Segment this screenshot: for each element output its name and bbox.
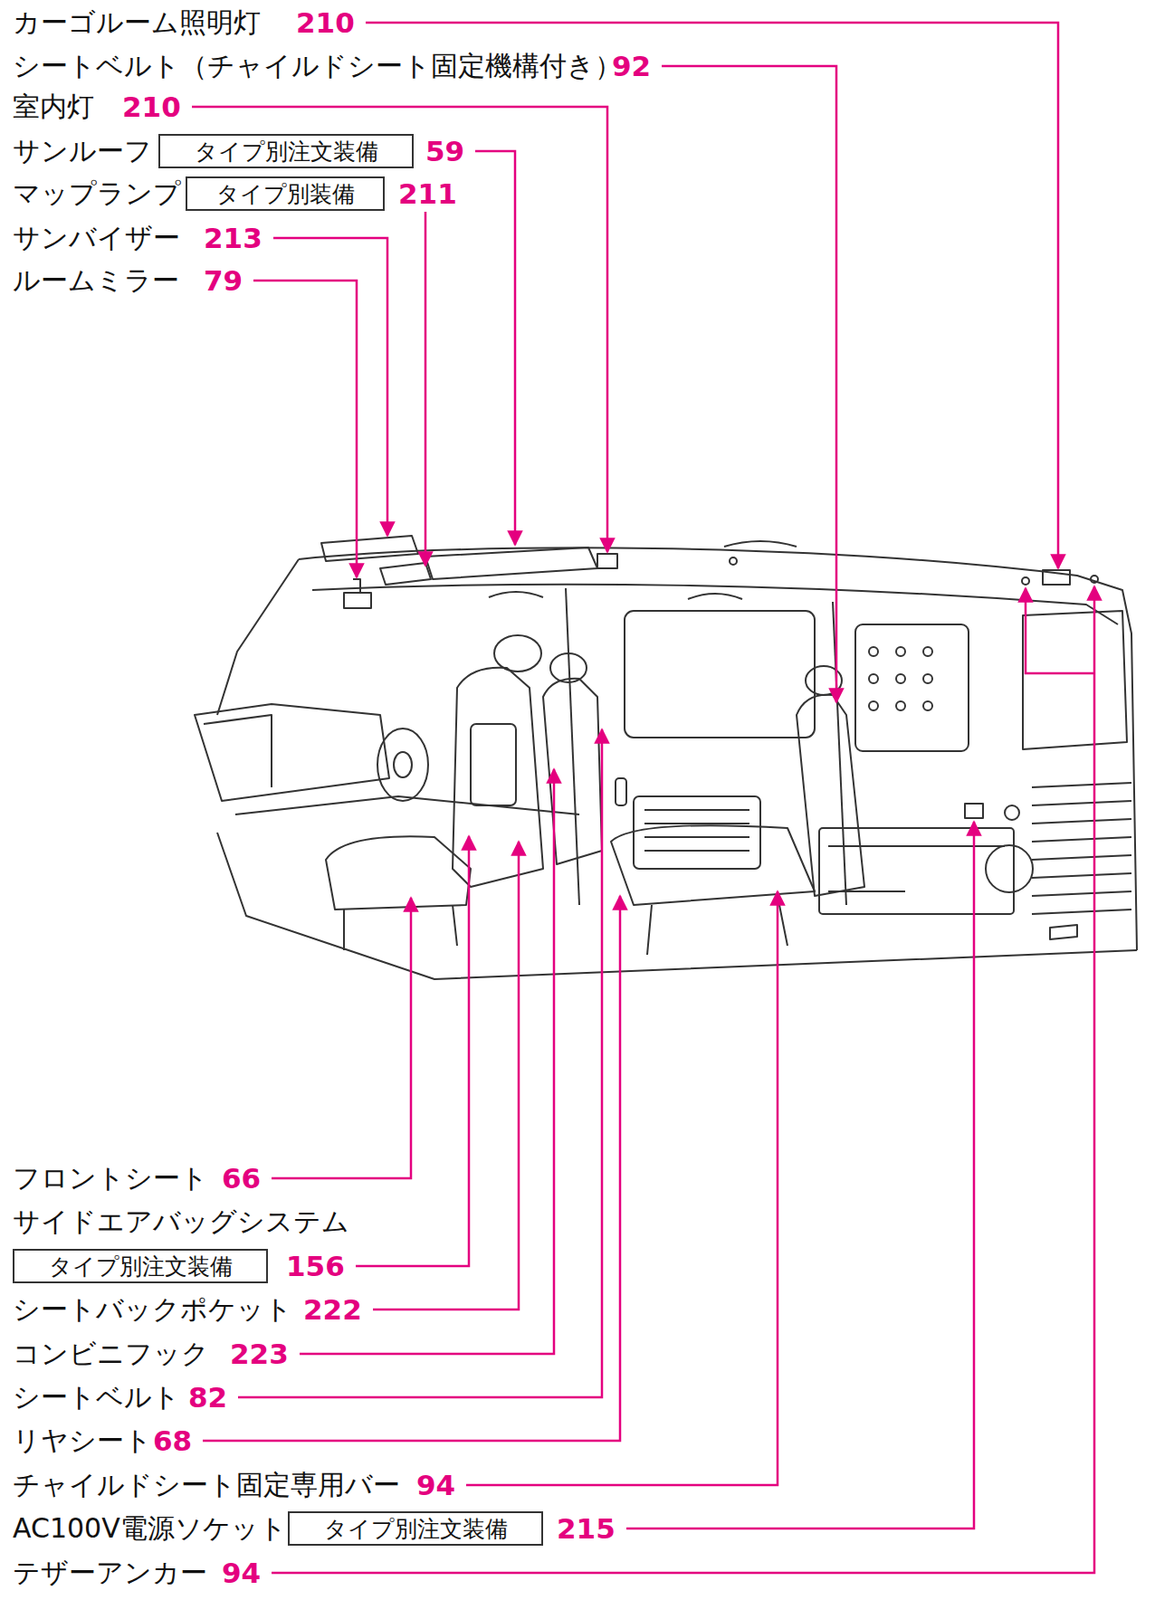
part-name: サンルーフ: [12, 134, 153, 168]
part-name: テザーアンカー: [12, 1556, 208, 1590]
part-name: マップランプ: [12, 177, 182, 210]
part-name: シートベルト: [12, 1381, 181, 1414]
part-name: ルームミラー: [12, 264, 180, 297]
callout-number: 215: [556, 1512, 616, 1546]
part-name: リヤシート: [12, 1424, 153, 1458]
option-tag-box: タイプ別注文装備: [287, 1511, 544, 1547]
callout-number: 222: [303, 1293, 363, 1327]
callout-number: 223: [229, 1337, 289, 1371]
leader-lines: [191, 22, 1095, 1574]
callout-number: 59: [425, 134, 465, 168]
part-name: AC100V電源ソケット: [12, 1512, 287, 1546]
callout-number: 94: [416, 1469, 456, 1502]
leader-line: [475, 151, 516, 545]
leader-line: [238, 729, 602, 1398]
part-name: カーゴルーム照明灯: [12, 6, 261, 39]
leader-line: [191, 106, 608, 553]
callout-number: 210: [122, 90, 182, 124]
leader-line: [355, 836, 469, 1267]
part-name: チャイルドシート固定専用バー: [12, 1469, 401, 1502]
callout-number: 94: [221, 1556, 261, 1590]
option-tag-text: タイプ別注文装備: [194, 136, 379, 167]
callout-number: 92: [611, 49, 651, 83]
leader-line: [626, 821, 974, 1529]
callout-number: 213: [203, 221, 263, 255]
option-tag-text: タイプ別注文装備: [48, 1251, 233, 1282]
callout-number: 66: [221, 1162, 261, 1195]
callout-number: 79: [203, 264, 243, 297]
callout-number: 156: [286, 1250, 345, 1283]
part-name: サンバイザー: [12, 221, 181, 255]
part-name: サイドエアバッグシステム: [12, 1205, 350, 1239]
callout-number: 210: [295, 6, 355, 39]
leader-line: [202, 896, 621, 1442]
leader-line: [372, 841, 519, 1310]
option-tag-text: タイプ別注文装備: [324, 1514, 508, 1545]
car-body: [194, 535, 1137, 980]
callout-number: 211: [398, 177, 458, 210]
callout-number: 68: [152, 1424, 192, 1458]
option-tag-box: タイプ別装備: [185, 176, 385, 211]
leader-line: [271, 586, 1095, 1574]
option-tag-box: タイプ別注文装備: [158, 133, 414, 169]
part-name: シートベルト（チャイルドシート固定機構付き）: [12, 49, 622, 83]
leader-line: [424, 211, 428, 566]
leader-line: [1025, 588, 1095, 674]
part-name: コンビニフック: [12, 1337, 210, 1371]
option-tag-text: タイプ別装備: [216, 179, 355, 210]
callout-number: 82: [188, 1381, 228, 1414]
option-tag-box: タイプ別注文装備: [12, 1249, 268, 1284]
leader-line: [661, 66, 837, 703]
part-name: 室内灯: [12, 90, 95, 124]
leader-line: [273, 238, 388, 536]
leader-line: [271, 897, 411, 1179]
leader-line: [253, 280, 357, 578]
part-name: シートバックポケット: [12, 1293, 293, 1327]
leader-line: [365, 22, 1059, 569]
leader-line: [466, 891, 778, 1486]
part-name: フロントシート: [12, 1162, 209, 1195]
